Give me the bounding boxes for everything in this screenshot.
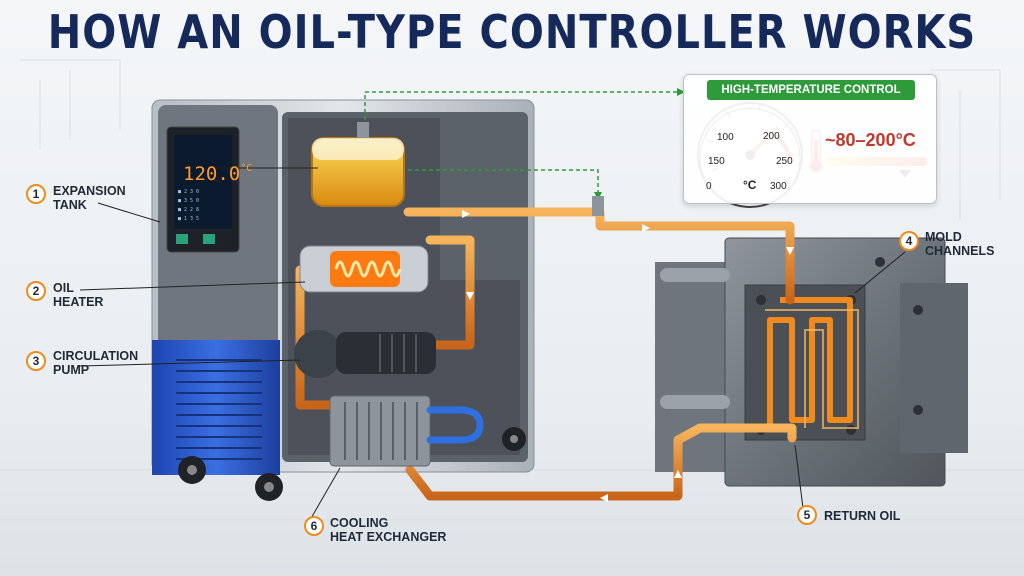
temp-sensor	[592, 196, 604, 216]
svg-text:■ 2 2 8: ■ 2 2 8	[178, 207, 199, 213]
gauge-tick-100: 100	[717, 132, 734, 143]
signal-lines	[364, 91, 680, 196]
heat-exchanger	[329, 395, 484, 467]
badge-1: 1	[26, 184, 46, 204]
gauge-tick-200: 200	[763, 131, 780, 142]
badge-6: 6	[304, 516, 324, 536]
gauge-tick-150: 150	[708, 156, 725, 167]
gauge-tick-250: 250	[776, 156, 793, 167]
leader-lines	[79, 167, 906, 521]
caster-wheels	[178, 427, 526, 501]
badge-4: 4	[899, 231, 919, 251]
label-circulation-pump: CIRCULATION PUMP	[53, 349, 139, 377]
panel-title: HIGH-TEMPERATURE CONTROL	[707, 80, 915, 100]
mold-channel-path	[767, 297, 853, 425]
circulation-pump	[294, 330, 436, 378]
svg-text:■ 3 5 0: ■ 3 5 0	[178, 198, 199, 204]
page-title: HOW AN OIL-TYPE CONTROLLER WORKS	[47, 6, 977, 60]
gauge-tick-300: 300	[770, 181, 787, 192]
high-temp-panel: HIGH-TEMPERATURE CONTROL	[683, 74, 937, 204]
display-readout: 120.0°C	[183, 163, 252, 185]
svg-text:■ 1 3 5: ■ 1 3 5	[178, 216, 199, 222]
vent-slots	[176, 359, 262, 460]
display-unit: °C	[240, 163, 253, 174]
label-mold-channels: MOLD CHANNELS	[925, 230, 995, 258]
temp-range: ~80–200°C	[825, 130, 916, 150]
label-expansion-tank: EXPANSION TANK	[53, 184, 126, 212]
badge-5: 5	[797, 505, 817, 525]
flow-arrows	[462, 210, 794, 502]
gauge-tick-0: 0	[706, 181, 712, 192]
label-heat-exchanger: COOLING HEAT EXCHANGER	[330, 516, 447, 544]
control-screen: ■ 2 3 0 ■ 3 5 0 ■ 2 2 8 ■ 1 3 5	[166, 126, 240, 253]
mold-block	[655, 237, 968, 487]
expansion-tank	[311, 122, 405, 207]
gauge-unit: °C	[743, 178, 757, 192]
label-return-oil: RETURN OIL	[824, 509, 901, 523]
oil-heater	[299, 245, 429, 293]
cooling-water-line	[426, 406, 484, 444]
display-value: 120.0	[183, 163, 241, 185]
label-oil-heater: OIL HEATER	[53, 281, 104, 309]
svg-text:■ 2 3 0: ■ 2 3 0	[178, 189, 199, 195]
badge-2: 2	[26, 281, 46, 301]
badge-3: 3	[26, 351, 46, 371]
